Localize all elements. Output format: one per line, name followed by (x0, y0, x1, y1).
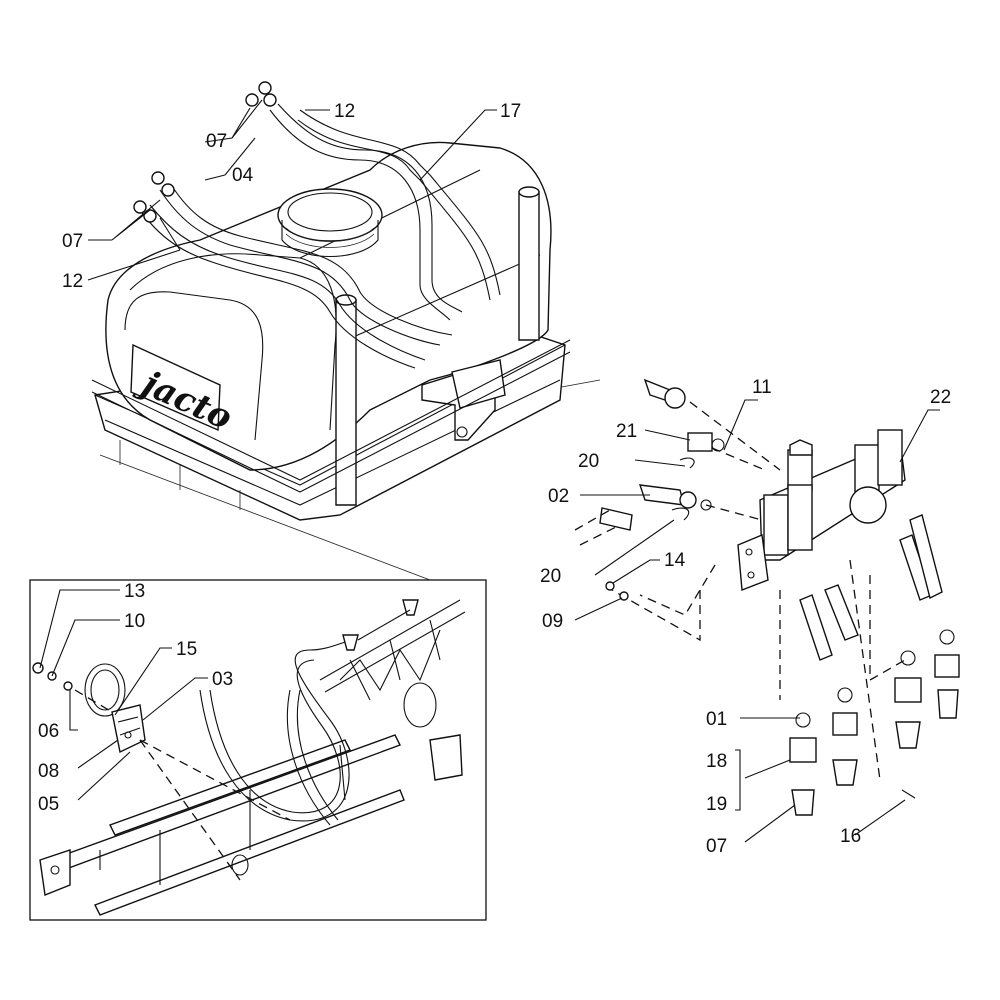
callout-18: 18 (706, 751, 727, 772)
brand-plate (130, 343, 221, 432)
washer (63, 681, 73, 691)
nut-13 (32, 662, 44, 674)
bracket-right (429, 734, 463, 781)
callout-20: 20 (540, 566, 561, 587)
fitting (263, 93, 277, 107)
callout-12: 12 (334, 101, 355, 122)
fitting (151, 171, 165, 185)
nozzle (342, 634, 359, 651)
ring-right (403, 682, 437, 728)
callout-labels: 12 17 07 04 07 12 11 22 21 20 02 20 14 0… (38, 101, 951, 857)
fitting (258, 81, 272, 95)
filler-neck (277, 188, 383, 242)
callout-14: 14 (664, 550, 686, 571)
post-right (518, 191, 540, 341)
callout-10: 10 (124, 611, 145, 632)
clip-20b (671, 507, 690, 521)
ring-10 (84, 663, 126, 717)
callout-03: 03 (212, 669, 233, 690)
callout-15: 15 (176, 639, 197, 660)
outlet-fittings (789, 629, 960, 816)
hose-stub (599, 507, 633, 531)
callout-01: 01 (706, 709, 727, 730)
callout-17: 17 (500, 101, 521, 122)
callout-13: 13 (124, 581, 145, 602)
callout-07: 07 (706, 836, 727, 857)
callout-06: 06 (38, 721, 59, 742)
callout-20: 20 (578, 451, 599, 472)
callout-11: 11 (752, 377, 772, 398)
inlet-parts (574, 378, 781, 601)
callout-04: 04 (232, 165, 254, 186)
clip-20a (679, 457, 695, 469)
tank-assembly: jacto (91, 141, 601, 581)
washer-14 (605, 581, 615, 591)
callout-08: 08 (38, 761, 59, 782)
callout-07: 07 (62, 231, 83, 252)
callout-16: 16 (840, 826, 861, 847)
valve-manifold-assembly (611, 429, 960, 816)
callout-07: 07 (206, 131, 227, 152)
fitting (245, 93, 259, 107)
callout-02: 02 (548, 486, 569, 507)
fitting (161, 183, 175, 197)
inset-boom-assembly (29, 579, 487, 921)
callout-22: 22 (930, 387, 951, 408)
inset-frame (29, 579, 487, 921)
callout-21: 21 (616, 421, 637, 442)
callout-09: 09 (542, 611, 563, 632)
hose-group (133, 81, 501, 369)
union-21 (687, 432, 713, 452)
callout-05: 05 (38, 794, 59, 815)
callout-12: 12 (62, 271, 83, 292)
bolt-16 (901, 789, 916, 799)
leader-lines (39, 99, 940, 843)
fitting (133, 200, 147, 214)
callout-19: 19 (706, 794, 727, 815)
